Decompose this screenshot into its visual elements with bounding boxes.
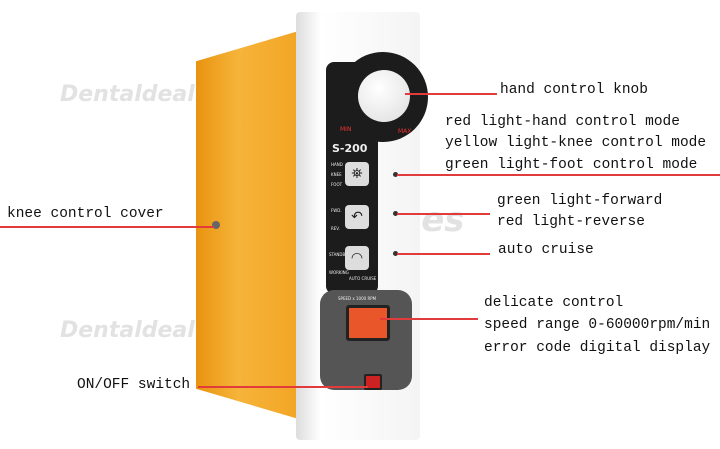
knob-min-label: MIN <box>340 126 352 133</box>
led-knee: KNEE <box>331 172 342 177</box>
led-foot: FOOT <box>331 182 343 187</box>
label-hand-mode: red light-hand control mode <box>445 114 680 130</box>
auto-cruise-label: AUTO CRUISE <box>349 276 377 281</box>
pointer-line <box>198 386 368 388</box>
label-foot-mode: green light-foot control mode <box>445 157 698 173</box>
hand-control-knob[interactable] <box>358 70 410 122</box>
label-hand-knob: hand control knob <box>500 82 648 98</box>
label-on-off: ON/OFF switch <box>77 377 191 393</box>
pointer-dot <box>393 211 398 216</box>
label-knee-cover: knee control cover <box>7 206 164 222</box>
on-off-switch[interactable] <box>364 374 382 390</box>
label-error-code: error code digital display <box>484 340 711 356</box>
pointer-line <box>380 318 478 320</box>
led-working: WORKING <box>329 270 349 275</box>
direction-button[interactable]: ↶ <box>345 205 369 229</box>
pointer-line <box>397 174 720 176</box>
led-standby: STANDBY <box>329 252 348 257</box>
label-knee-mode: yellow light-knee control mode <box>445 135 707 151</box>
label-auto-cruise: auto cruise <box>498 242 594 258</box>
label-delicate-control: delicate control <box>484 295 624 311</box>
auto-cruise-button[interactable]: ◠ <box>345 246 369 270</box>
pointer-dot <box>393 172 398 177</box>
pointer-dot <box>393 251 398 256</box>
led-forward: FWD. <box>331 208 342 213</box>
pointer-line <box>0 226 214 228</box>
pointer-line <box>397 213 490 215</box>
knee-control-cover <box>212 221 220 229</box>
led-hand: HAND <box>331 162 343 167</box>
label-speed-range: speed range 0-60000rpm/min <box>484 317 711 333</box>
label-reverse: red light-reverse <box>497 214 645 230</box>
led-reverse: REV. <box>331 226 340 231</box>
model-label: S-200 <box>332 142 368 155</box>
pointer-line <box>397 253 490 255</box>
mode-button[interactable]: ⛯ <box>345 162 369 186</box>
digital-display <box>346 305 390 341</box>
pointer-line <box>405 93 497 95</box>
knob-max-label: MAX <box>398 128 412 135</box>
speed-label: SPEED x 1000 RPM <box>338 296 377 301</box>
label-forward: green light-forward <box>497 193 663 209</box>
